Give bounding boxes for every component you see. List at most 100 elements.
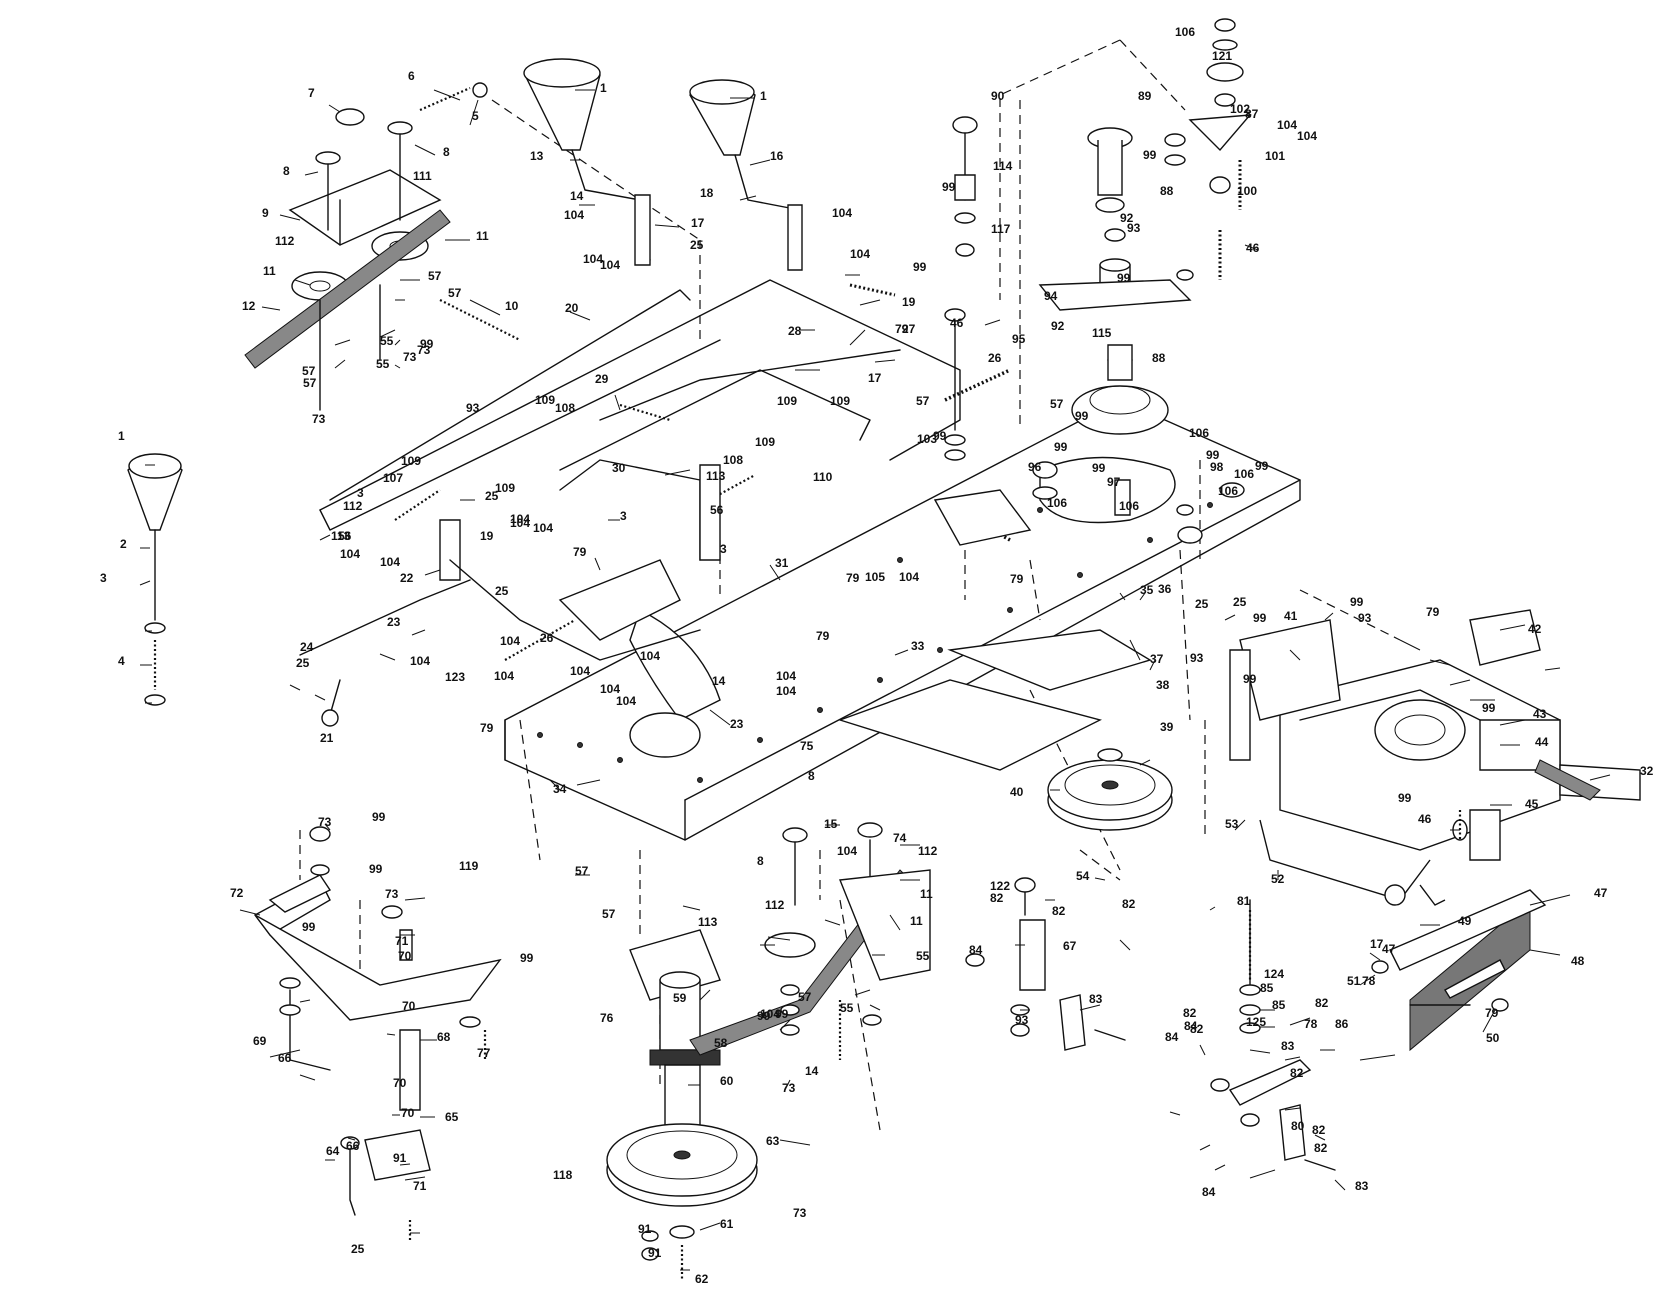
callout-label: 125 xyxy=(0,0,20,3)
callout-label: 83 xyxy=(1089,992,1103,1006)
callout-label: 9 xyxy=(262,206,269,220)
callout-label: 84 xyxy=(1184,1019,1198,1033)
callout-label: 99 xyxy=(1350,595,1364,609)
callout-label: 6 xyxy=(408,69,415,83)
callout-label: 106 xyxy=(1047,496,1067,510)
callout-label: 97 xyxy=(1107,475,1121,489)
callout-label: 88 xyxy=(1152,351,1166,365)
assembly-guide-lines xyxy=(299,39,1401,1131)
lower-left-bracket xyxy=(253,826,502,1240)
callout-label: 47 xyxy=(1382,942,1396,956)
callout-label: 92 xyxy=(1051,319,1065,333)
callout-label: 108 xyxy=(555,401,575,415)
callout-label: 66 xyxy=(346,1139,360,1153)
callout-label: 56 xyxy=(338,529,352,543)
callout-label: 104 xyxy=(640,649,660,663)
callout-label: 82 xyxy=(1052,904,1066,918)
callout-label: 4 xyxy=(118,654,125,668)
callout-label: 1 xyxy=(760,89,767,103)
callout-label: 56 xyxy=(710,503,724,517)
callout-label: 77 xyxy=(477,1046,491,1060)
callout-label: 34 xyxy=(553,782,567,796)
callout-label: 73 xyxy=(385,887,399,901)
callout-label: 111 xyxy=(413,169,432,183)
callout-label: 16 xyxy=(770,149,784,163)
main-frame xyxy=(319,279,1301,841)
callout-label: 47 xyxy=(1594,886,1608,900)
callout-label: 57 xyxy=(602,907,616,921)
callout-label: 1 xyxy=(600,81,607,95)
callout-label: 13 xyxy=(530,149,544,163)
callout-label: 73 xyxy=(793,1206,807,1220)
callout-label: 79 xyxy=(1010,572,1024,586)
callout-label: 38 xyxy=(1156,678,1170,692)
callout-label: 79 xyxy=(1485,1006,1499,1020)
callout-label: 104 xyxy=(340,547,360,561)
callout-label: 1 xyxy=(118,429,125,443)
callout-label: 92 xyxy=(1120,211,1134,225)
callout-label: 104 xyxy=(494,669,514,683)
callout-label: 99 xyxy=(1206,448,1220,462)
callout-label: 109 xyxy=(777,394,797,408)
callout-label: 18 xyxy=(700,186,714,200)
callout-label: 115 xyxy=(1092,326,1112,340)
callout-label: 99 xyxy=(302,920,316,934)
callout-label: 55 xyxy=(380,334,394,348)
callout-label: 7 xyxy=(308,86,315,100)
callout-label: 26 xyxy=(540,631,554,645)
callout-label: 106 xyxy=(1175,25,1195,39)
callout-label: 19 xyxy=(902,295,916,309)
callout-label: 58 xyxy=(714,1036,728,1050)
callout-label: 71 xyxy=(395,934,409,948)
callout-label: 44 xyxy=(1535,735,1549,749)
callout-label: 74 xyxy=(893,831,907,845)
callout-label: 114 xyxy=(993,159,1013,173)
callout-label: 11 xyxy=(263,264,276,278)
callout-label: 73 xyxy=(312,412,326,426)
callout-label: 91 xyxy=(638,1222,652,1236)
callout-label: 45 xyxy=(1525,797,1539,811)
callout-label: 109 xyxy=(401,454,421,468)
callout-label: 76 xyxy=(600,1011,614,1025)
callout-label: 79 xyxy=(895,322,909,336)
callout-label: 104 xyxy=(776,669,796,683)
callout-label: 125 xyxy=(1246,1015,1266,1029)
shift-knob-right xyxy=(689,79,803,271)
callout-label: 82 xyxy=(1122,897,1136,911)
callout-label: 43 xyxy=(1533,707,1547,721)
callout-label: 49 xyxy=(1458,914,1472,928)
callout-label: 112 xyxy=(275,234,295,248)
callout-label: 123 xyxy=(445,670,465,684)
callout-label: 61 xyxy=(720,1217,734,1231)
callout-label: 8 xyxy=(443,145,450,159)
callout-label: 95 xyxy=(1012,332,1026,346)
shift-knob-center xyxy=(523,58,651,266)
callout-label: 112 xyxy=(765,898,785,912)
callout-label: 23 xyxy=(730,717,744,731)
callout-label: 59 xyxy=(673,991,687,1005)
callout-label: 96 xyxy=(1028,460,1042,474)
callout-label: 57 xyxy=(798,990,812,1004)
callout-label: 71 xyxy=(413,1179,427,1193)
deck-drive-assembly xyxy=(606,822,931,1280)
callout-label: 8 xyxy=(283,164,290,178)
callout-label: 19 xyxy=(480,529,494,543)
callout-label: 57 xyxy=(302,364,316,378)
callout-label: 40 xyxy=(1010,785,1024,799)
callout-label: 104 xyxy=(600,682,620,696)
callout-label: 25 xyxy=(296,656,310,670)
callout-label: 104 xyxy=(776,684,796,698)
callout-label: 25 xyxy=(1195,597,1209,611)
callout-label: 87 xyxy=(1245,107,1259,121)
callout-label: 69 xyxy=(253,1034,267,1048)
callout-label: 104 xyxy=(1297,129,1317,143)
callout-label: 3 xyxy=(357,486,364,500)
engine-pulley xyxy=(1047,748,1173,831)
callout-label: 57 xyxy=(303,376,317,390)
callout-label: 36 xyxy=(1158,582,1172,596)
callout-label: 79 xyxy=(816,629,830,643)
callout-label: 106 xyxy=(1218,484,1238,498)
callout-label: 11 xyxy=(476,229,489,243)
callout-label: 80 xyxy=(1291,1119,1305,1133)
callout-label: 75 xyxy=(800,739,814,753)
